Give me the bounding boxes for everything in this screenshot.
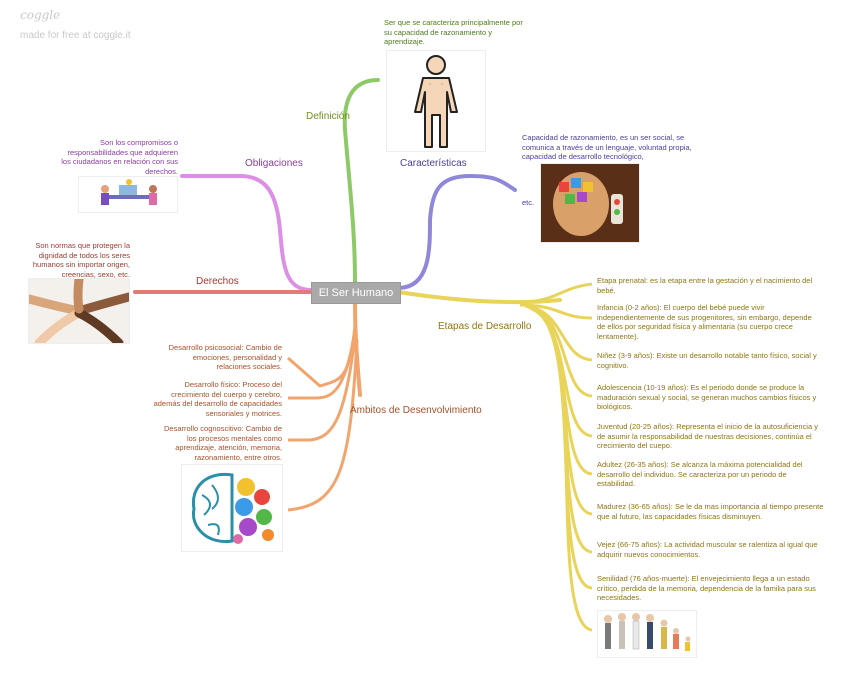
etapa-item: Adultez (26-35 años): Se alcanza la máxi…	[597, 460, 803, 488]
central-node[interactable]: El Ser Humano	[311, 282, 401, 304]
branch-definicion-label[interactable]: Definición	[306, 111, 350, 122]
ambitos-item: Desarrollo cognoscitivo: Cambio de los p…	[164, 424, 282, 462]
joined-hands-icon	[24, 274, 134, 348]
derechos-note: Son normas que protegen la dignidad de t…	[32, 241, 130, 279]
branch-ambitos-label[interactable]: Ámbitos de Desenvolvimiento	[350, 405, 482, 416]
thinker-head-icon	[540, 163, 640, 243]
caracteristicas-note-etc: etc.	[522, 198, 535, 207]
colorful-brain-icon	[181, 464, 283, 552]
branch-etapas-label[interactable]: Etapas de Desarrollo	[438, 321, 532, 332]
link-etapas	[396, 290, 562, 304]
etapa-item: Infancia (0-2 años): El cuerpo del bebé …	[597, 303, 812, 341]
etapa-item: Niñez (3-9 años): Existe un desarrollo n…	[597, 351, 817, 370]
branch-caracteristicas-label[interactable]: Características	[400, 158, 467, 169]
etapa-item: Etapa prenatal: es la etapa entre la ges…	[597, 276, 813, 295]
branch-derechos-label[interactable]: Derechos	[196, 276, 239, 287]
caracteristicas-note: Capacidad de razonamiento, es un ser soc…	[522, 133, 692, 161]
definicion-note: Ser que se caracteriza principalmente po…	[384, 18, 523, 46]
ambitos-item: Desarrollo físico: Proceso del crecimien…	[153, 380, 282, 418]
etapa-item: Juventud (20-25 años): Representa el ini…	[597, 422, 818, 450]
human-body-icon	[386, 50, 486, 152]
etapa-item: Vejez (66-75 años): La actividad muscula…	[597, 540, 818, 559]
etapa-item: Adolescencia (10-19 años): Es el periodo…	[597, 383, 817, 411]
link-obligaciones	[180, 174, 313, 292]
obligaciones-note: Son los compromisos o responsabilidades …	[61, 138, 178, 176]
coggle-logo: coggle	[20, 8, 61, 22]
etapa-item: Madurez (36-65 años): Se le da mas impor…	[597, 502, 824, 521]
aging-people-icon	[597, 610, 697, 658]
branch-obligaciones-label[interactable]: Obligaciones	[245, 158, 303, 169]
ambitos-item: Desarrollo psicosocial: Cambio de emocio…	[168, 343, 282, 371]
people-at-desk-icon	[78, 176, 178, 213]
etapa-item: Senilidad (76 años-muerte): El envejecim…	[597, 574, 816, 602]
link-definicion	[342, 78, 380, 284]
made-with-text: made for free at coggle.it	[20, 30, 131, 41]
link-caracteristicas	[396, 173, 517, 290]
